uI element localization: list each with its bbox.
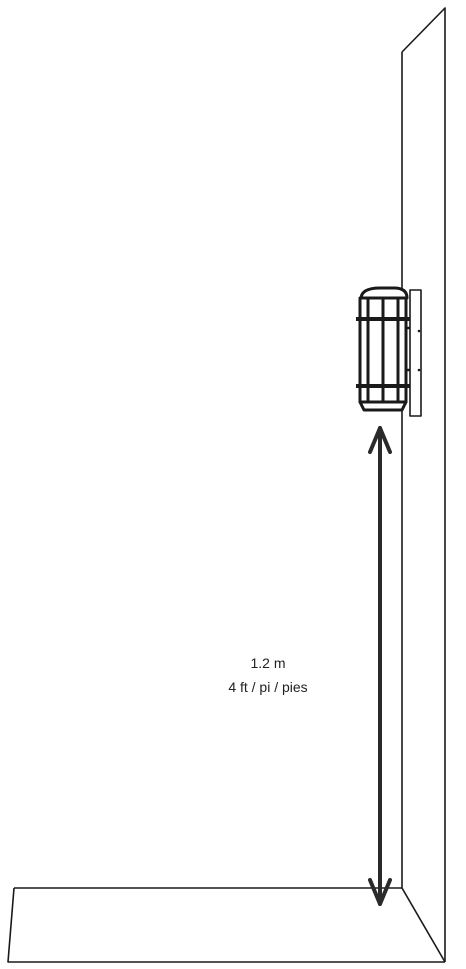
floor (7, 887, 446, 963)
height-arrow (368, 426, 392, 906)
arrow-head-up (368, 426, 392, 454)
arrow-head-down (368, 878, 392, 906)
wall (401, 7, 446, 962)
measurement-metric-label: 1.2 m (250, 655, 285, 671)
measurement-imperial-label: 4 ft / pi / pies (228, 679, 307, 695)
mounting-plate (409, 289, 422, 417)
wall-sconce-fixture (356, 286, 422, 417)
